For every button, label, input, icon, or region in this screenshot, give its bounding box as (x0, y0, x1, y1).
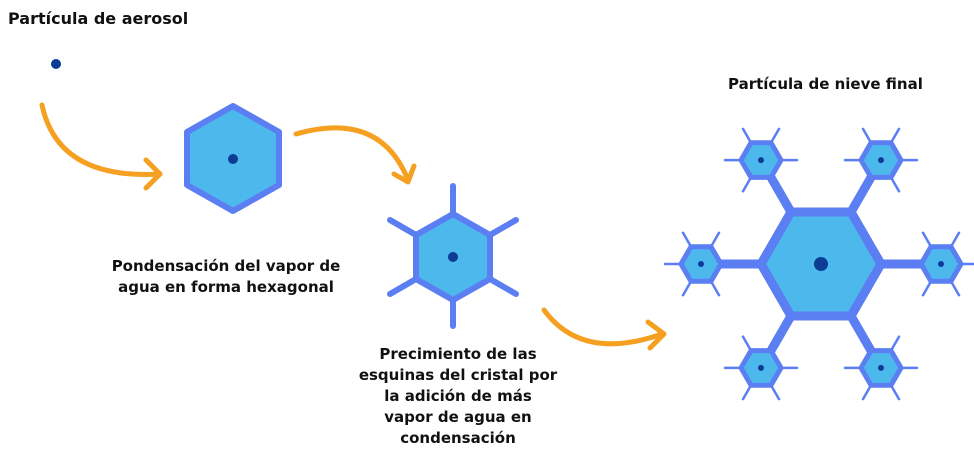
label-hexagonal-condensation: Pondensación del vapor de agua en forma … (111, 257, 341, 296)
satellite-spike (741, 176, 753, 193)
satellite-nucleus (698, 261, 704, 267)
satellite-spike (921, 231, 933, 248)
satellite-nucleus (758, 157, 764, 164)
arrow-2 (293, 125, 411, 183)
satellite-spike (769, 127, 781, 145)
hexagon-nucleus (228, 154, 238, 164)
aerosol-particle-dot (51, 59, 61, 69)
arrow-2-head (391, 163, 417, 185)
satellite-nucleus (758, 364, 764, 371)
satellite-spike (861, 383, 873, 401)
arrow-1 (39, 102, 163, 177)
satellite-spike (709, 280, 721, 297)
arrow-3-head (645, 319, 667, 351)
label-corner-growth: Precimiento de las esquinas del cristal … (358, 345, 558, 447)
satellite-spike (769, 335, 781, 352)
arrow-1-head (143, 157, 163, 191)
satellite-spike (861, 127, 873, 145)
label-final-snow-particle: Partícula de nieve final (728, 75, 923, 93)
arrow-3 (541, 307, 665, 347)
satellite-spike (741, 335, 753, 352)
growth-arm-upper-left (387, 217, 419, 238)
growth-arm-upper-right (487, 217, 519, 238)
satellite-spike (741, 383, 753, 401)
satellite-spike (921, 280, 933, 297)
satellite-spike (769, 176, 781, 193)
satellite-nucleus (878, 364, 884, 371)
satellite-spike (709, 231, 721, 248)
label-aerosol-particle: Partícula de aerosol (8, 9, 189, 28)
satellite-spike (741, 127, 753, 145)
growing-hexagon-nucleus (448, 252, 458, 262)
growth-arm-lower-left (387, 276, 419, 297)
satellite-spike (949, 280, 961, 297)
satellite-spike (949, 231, 961, 248)
final-snowflake (663, 127, 974, 401)
satellite-spike (681, 231, 693, 248)
satellite-spike (681, 280, 693, 297)
satellite-nucleus (878, 157, 884, 164)
satellite-spike (861, 335, 873, 352)
satellite-spike (769, 383, 781, 401)
satellite-spike (861, 176, 873, 193)
satellite-spike (889, 383, 901, 401)
satellite-spike (889, 176, 901, 193)
central-nucleus (814, 257, 828, 271)
satellite-spike (889, 127, 901, 145)
satellite-spike (889, 335, 901, 352)
satellite-nucleus (938, 261, 944, 267)
growth-arm-lower-right (487, 276, 519, 297)
